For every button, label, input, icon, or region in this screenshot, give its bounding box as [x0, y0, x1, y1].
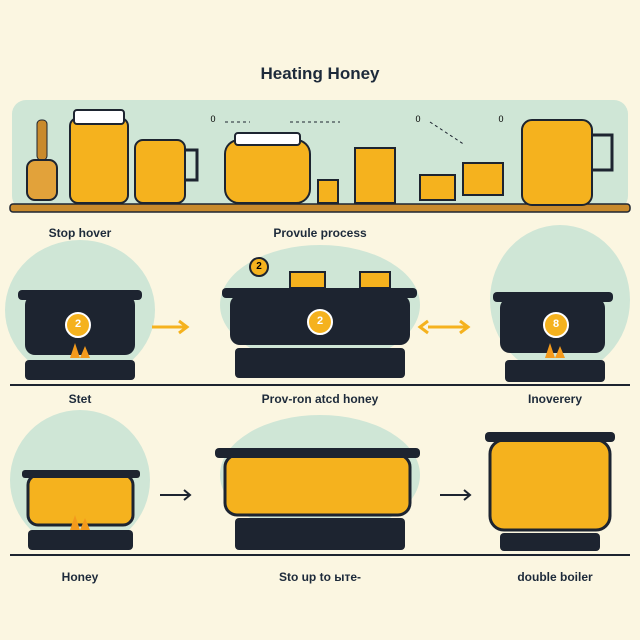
pot-icon: [22, 470, 140, 550]
step-marker: 0: [498, 114, 504, 124]
label-row3-left: Honey: [61, 570, 99, 584]
honey-jar-icon: [69, 109, 129, 204]
honey-dipper-icon: [26, 119, 58, 201]
double-boiler-icon: [485, 432, 615, 551]
arrow-icon: [225, 121, 466, 146]
step-marker: 0: [210, 114, 216, 124]
arrow-right-icon: [152, 319, 190, 335]
label-row2-left: Stet: [68, 392, 92, 406]
measuring-cup-icon: [354, 147, 396, 204]
double-boiler-icon: [215, 448, 420, 550]
pitcher-icon: [521, 119, 614, 206]
small-badge: 2: [256, 261, 262, 272]
pot-badge: 2: [316, 315, 324, 327]
label-row2-right: Inoverery: [527, 392, 583, 406]
pot-icon: [222, 257, 417, 378]
label-row3-center: Sto up to ытe-: [278, 570, 362, 584]
arrow-both-icon: [417, 319, 471, 335]
glass-icon: [462, 162, 504, 196]
pot-badge: 2: [74, 318, 82, 330]
bowl-icon: [419, 174, 456, 201]
pot-icon: [493, 292, 613, 382]
label-row1-left: Stop hover: [48, 226, 112, 240]
page-title: Heating Honey: [260, 64, 380, 83]
honey-mug-icon: [134, 139, 199, 204]
pot-icon: [18, 290, 142, 380]
label-row2-center: Prov-ron atcd honey: [261, 392, 379, 406]
honey-jar-icon: [224, 132, 311, 204]
step-marker: 0: [415, 114, 421, 124]
label-row1-center: Provule process: [273, 226, 367, 240]
label-row3-right: double boiler: [517, 570, 593, 584]
shot-glass-icon: [317, 179, 339, 204]
pot-badge: 8: [552, 318, 560, 330]
arrow-right-icon: [440, 489, 472, 501]
arrow-right-icon: [160, 489, 192, 501]
